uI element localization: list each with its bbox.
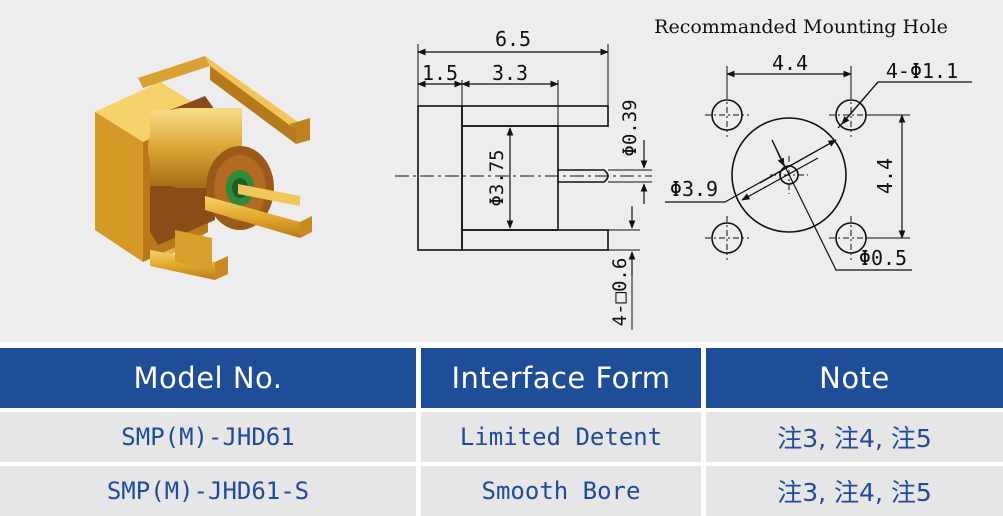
connector-3d-render bbox=[95, 56, 312, 280]
table-row: SMP(M)-JHD61-S Smooth Bore 注3, 注4, 注5 bbox=[0, 466, 1003, 516]
cell-note: 注3, 注4, 注5 bbox=[706, 412, 1003, 462]
mounting-hole-labels: Recommanded Mounting Hole 4.4 4-Φ1.1 Φ3.… bbox=[654, 16, 958, 270]
flange-outline bbox=[417, 105, 463, 251]
dim-body: 3.3 bbox=[492, 61, 528, 85]
side-view-drawing bbox=[395, 44, 652, 330]
cell-model: SMP(M)-JHD61 bbox=[0, 412, 416, 462]
mounting-hole-drawing bbox=[665, 66, 972, 271]
top-leg-outline bbox=[461, 105, 609, 127]
cell-model: SMP(M)-JHD61-S bbox=[0, 466, 416, 516]
body-outline bbox=[461, 125, 559, 231]
header-note: Note bbox=[706, 348, 1003, 408]
mounting-hole-title: Recommanded Mounting Hole bbox=[654, 16, 948, 38]
dim-body-dia: Φ3.75 bbox=[486, 149, 508, 206]
header-interface: Interface Form bbox=[421, 348, 701, 408]
center-circle-outline bbox=[731, 117, 847, 233]
side-view-labels: 6.5 1.5 3.3 Φ3.75 Φ0.39 4-□0.6 bbox=[422, 27, 641, 326]
cell-note: 注3, 注4, 注5 bbox=[706, 466, 1003, 516]
dim-spacing-x: 4.4 bbox=[772, 51, 808, 75]
dim-leg-size: 4-□0.6 bbox=[609, 258, 631, 327]
header-model: Model No. bbox=[0, 348, 416, 408]
product-figure: 6.5 1.5 3.3 Φ3.75 Φ0.39 4-□0.6 bbox=[0, 0, 1003, 342]
dim-center-hole: Φ0.5 bbox=[859, 246, 907, 270]
dim-pin-dia: Φ0.39 bbox=[619, 99, 641, 156]
spec-table: Model No. Interface Form Note SMP(M)-JHD… bbox=[0, 348, 1003, 516]
dim-corner-holes: 4-Φ1.1 bbox=[886, 59, 958, 83]
technical-drawing: 6.5 1.5 3.3 Φ3.75 Φ0.39 4-□0.6 bbox=[95, 16, 972, 330]
cell-interface: Limited Detent bbox=[421, 412, 701, 462]
table-header-row: Model No. Interface Form Note bbox=[0, 348, 1003, 408]
bottom-leg-outline bbox=[461, 229, 609, 251]
dim-center-circle: Φ3.9 bbox=[670, 177, 718, 201]
dim-spacing-y: 4.4 bbox=[873, 158, 897, 194]
dim-total-width: 6.5 bbox=[495, 27, 531, 51]
table-row: SMP(M)-JHD61 Limited Detent 注3, 注4, 注5 bbox=[0, 412, 1003, 462]
dim-flange: 1.5 bbox=[422, 61, 458, 85]
cell-interface: Smooth Bore bbox=[421, 466, 701, 516]
